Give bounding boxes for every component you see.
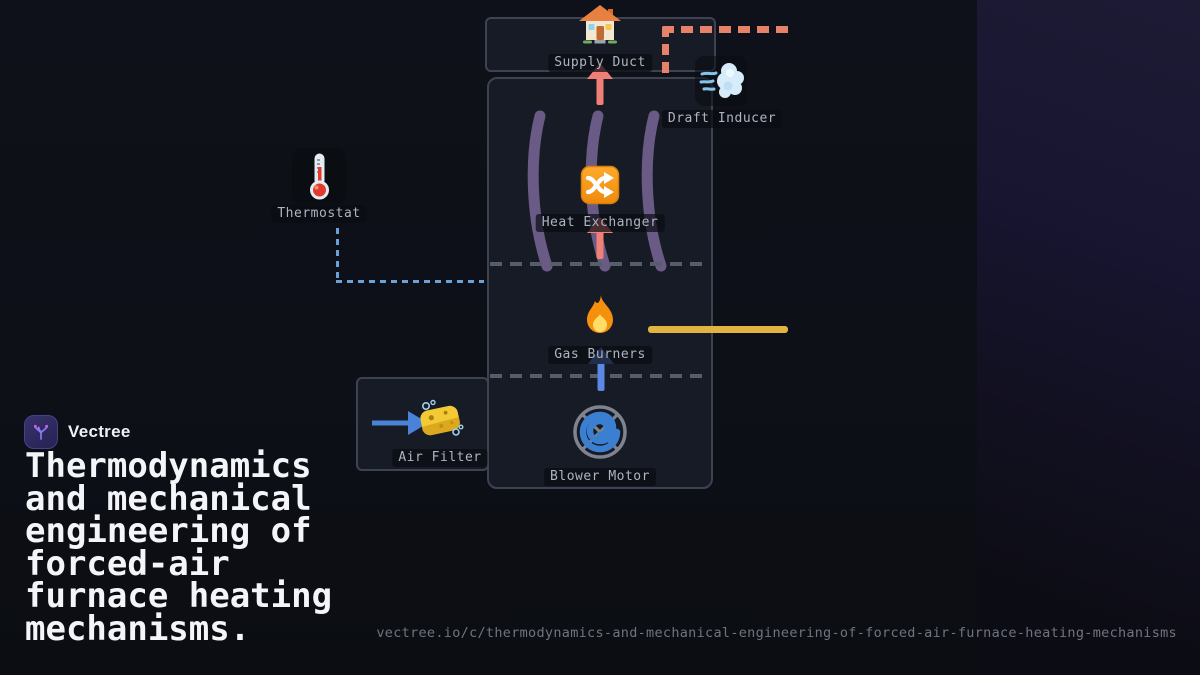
brand-row: Vectree xyxy=(24,415,131,449)
brand-name: Vectree xyxy=(68,422,131,441)
gas-supply-line xyxy=(648,326,788,333)
draft-inducer-label: Draft Inducer xyxy=(661,110,783,128)
thermostat-control-line-h xyxy=(336,280,484,283)
supply-duct-label: Supply Duct xyxy=(548,54,652,72)
right-accent-panel xyxy=(977,0,1200,675)
separator-dashed-upper xyxy=(490,262,710,266)
gas-burners-label: Gas Burners xyxy=(548,346,652,364)
thermometer-icon xyxy=(310,153,329,200)
footer-url: vectree.io/c/thermodynamics-and-mechanic… xyxy=(376,625,1177,641)
thermostat-control-line-v xyxy=(336,228,339,282)
heat-exchanger-label: Heat Exchanger xyxy=(535,214,665,232)
house-icon xyxy=(579,5,621,44)
fire-icon xyxy=(587,295,613,333)
exhaust-dashed-line-v xyxy=(662,26,669,76)
furnace-cabinet xyxy=(487,77,713,489)
wind-icon xyxy=(699,63,744,98)
exhaust-dashed-line-h xyxy=(662,26,789,33)
fan-icon xyxy=(573,405,627,459)
shuffle-icon xyxy=(580,165,620,205)
sponge-icon xyxy=(420,399,464,436)
blower-motor-label: Blower Motor xyxy=(544,468,656,486)
page-title: Thermodynamics and mechanical engineerin… xyxy=(25,446,333,649)
vectree-logo xyxy=(24,415,58,449)
thermostat-label: Thermostat xyxy=(271,205,367,223)
air-filter-label: Air Filter xyxy=(392,449,488,467)
vectree-logo-icon xyxy=(33,424,49,440)
filtered-air-arrow xyxy=(372,411,428,435)
